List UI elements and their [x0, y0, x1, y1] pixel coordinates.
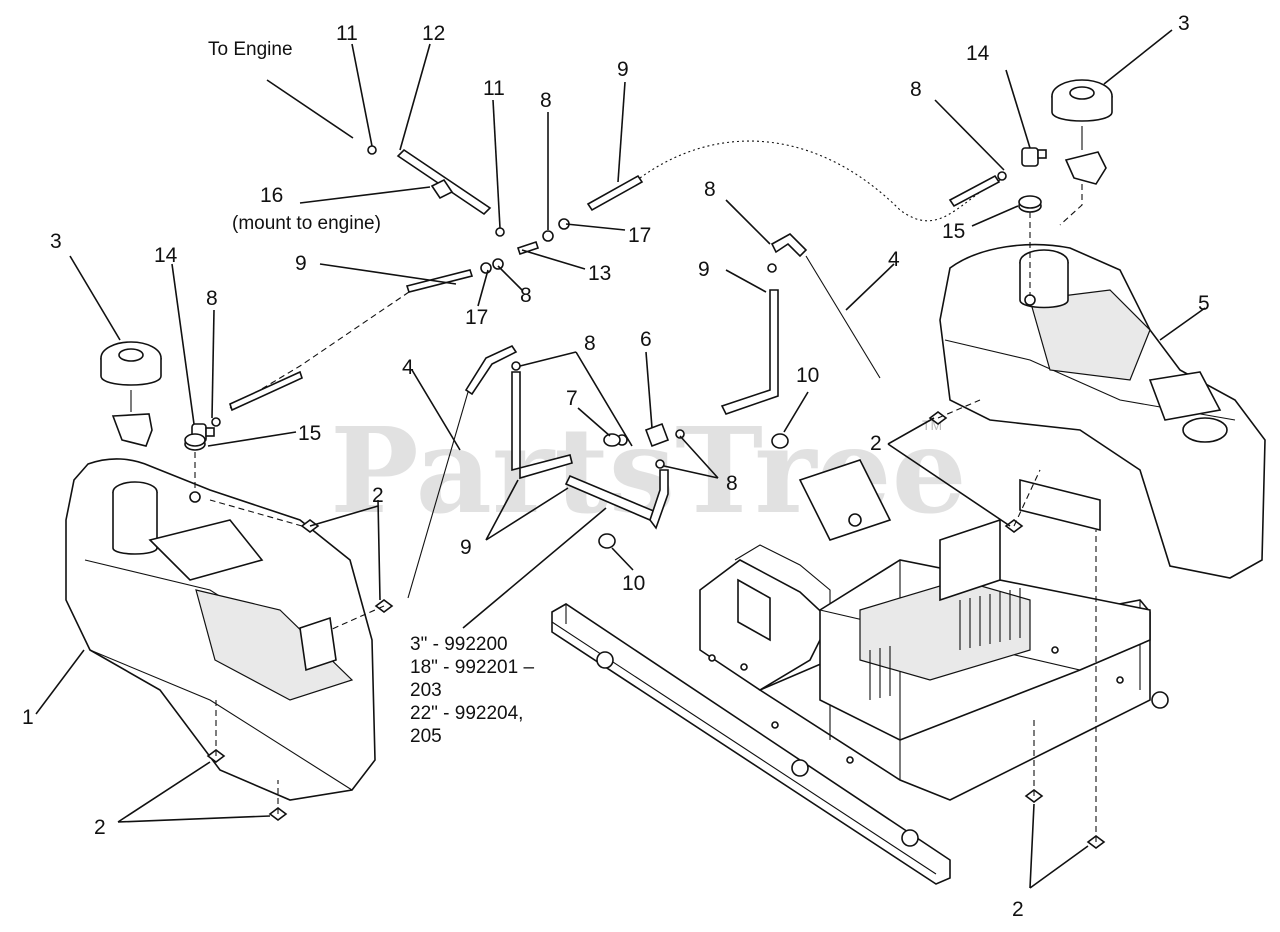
callout-12: 12 — [422, 22, 445, 45]
callout-4: 4 — [888, 248, 900, 271]
callout-2: 2 — [1012, 898, 1024, 921]
callout-8: 8 — [206, 287, 218, 310]
callout-11: 11 — [336, 22, 358, 45]
right-grommet — [1018, 195, 1042, 213]
callout-numbers: 11 12 11 8 9 17 13 8 9 17 3 14 8 15 2 1 … — [22, 12, 1210, 921]
hose-spec-line: 22" - 992204, — [410, 703, 523, 724]
callout-9: 9 — [617, 58, 629, 81]
callout-8: 8 — [520, 284, 532, 307]
callout-16: 16 — [260, 184, 283, 207]
callout-3: 3 — [50, 230, 62, 253]
callout-17: 17 — [465, 306, 488, 329]
right-vent-valve — [1021, 147, 1047, 167]
callout-13: 13 — [588, 262, 611, 285]
callout-17: 17 — [628, 224, 651, 247]
callout-8: 8 — [704, 178, 716, 201]
callout-9: 9 — [460, 536, 472, 559]
leader-lines — [35, 29, 1206, 889]
hose-spec-line: 205 — [410, 726, 442, 747]
fuel-hoses — [194, 140, 1106, 849]
callout-8: 8 — [910, 78, 922, 101]
hose-spec-line: 18" - 992201 – — [410, 657, 534, 678]
hose-spec-list: 3" - 992200 18" - 992201 – 203 22" - 992… — [410, 634, 534, 747]
callout-10: 10 — [796, 364, 819, 387]
hose-spec-line: 203 — [410, 680, 442, 701]
note-mount-to-engine: (mount to engine) — [232, 213, 381, 234]
left-fuel-cap — [100, 341, 162, 447]
callout-9: 9 — [698, 258, 710, 281]
callout-1: 1 — [22, 706, 34, 729]
right-fuel-tank — [939, 243, 1266, 579]
hose-spec-line: 3" - 992200 — [410, 634, 508, 655]
left-fuel-tank — [65, 458, 376, 801]
callout-11: 11 — [483, 77, 505, 100]
callout-15: 15 — [298, 422, 321, 445]
callout-9: 9 — [295, 252, 307, 275]
callout-2: 2 — [870, 432, 882, 455]
callout-8: 8 — [584, 332, 596, 355]
callout-15: 15 — [942, 220, 965, 243]
callout-7: 7 — [566, 387, 578, 410]
mower-frame — [551, 459, 1169, 885]
callout-10: 10 — [622, 572, 645, 595]
callout-8: 8 — [726, 472, 738, 495]
callout-2: 2 — [372, 484, 384, 507]
callout-14: 14 — [154, 244, 178, 267]
note-to-engine: To Engine — [208, 39, 293, 60]
callout-8: 8 — [540, 89, 552, 112]
callout-3: 3 — [1178, 12, 1190, 35]
callout-2: 2 — [94, 816, 106, 839]
callout-6: 6 — [640, 328, 652, 351]
right-fuel-cap — [1051, 79, 1113, 226]
callout-14: 14 — [966, 42, 990, 65]
left-grommet — [184, 433, 206, 451]
callout-5: 5 — [1198, 292, 1210, 315]
callout-4: 4 — [402, 356, 414, 379]
